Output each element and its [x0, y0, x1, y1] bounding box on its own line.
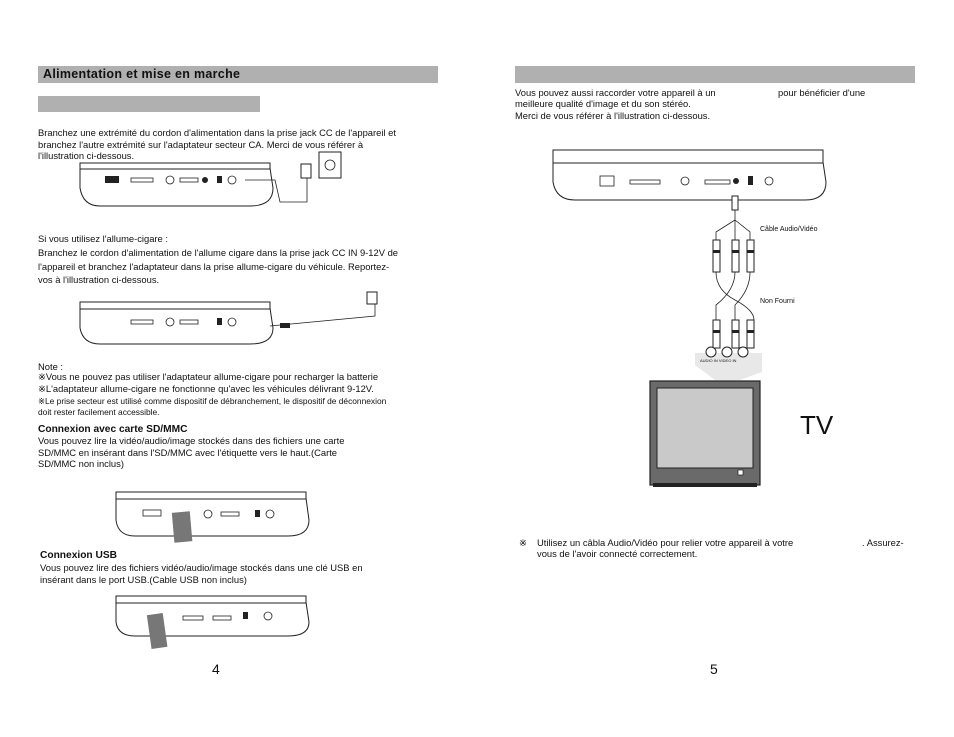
jack-labels: AUDIO IN VIDEO IN [700, 358, 737, 363]
note-3: ※Le prise secteur est utilisé comme disp… [38, 396, 387, 417]
usb-text: Vous pouvez lire des fichiers vidéo/audi… [40, 562, 363, 585]
note-title: Note : [38, 361, 64, 372]
note-2: ※L'adaptateur allume-cigare ne fonctionn… [38, 383, 374, 394]
footer-mark: ※ [519, 537, 527, 548]
device-car-lighter-illustration [79, 291, 378, 345]
section-title-bar-right [515, 66, 915, 83]
sd-title: Connexion avec carte SD/MMC [38, 424, 188, 435]
sd-text: Vous pouvez lire la vidéo/audio/image st… [38, 435, 345, 470]
footer-text-a: Utilisez un câbla Audio/Vidéo pour relie… [537, 537, 794, 548]
tv-intro-b: pour bénéficier d'une [778, 87, 866, 98]
section-title: Alimentation et mise en marche [43, 67, 241, 81]
tv-connection-diagram [552, 149, 827, 487]
car-adapter-title: Si vous utilisez l'allume-cigare : [38, 233, 168, 244]
page-number-left: 4 [212, 661, 220, 677]
section-title-bar: Alimentation et mise en marche [38, 66, 438, 83]
subsection-bar [38, 96, 260, 112]
cable-label: Câble Audio/Vidéo [760, 226, 818, 233]
usb-title: Connexion USB [40, 550, 117, 561]
page-number-right: 5 [710, 661, 718, 677]
device-ac-adapter-illustration [79, 151, 342, 207]
footer-text-b: . Assurez- [862, 537, 904, 548]
car-adapter-text: Branchez le cordon d'alimentation de l'a… [38, 247, 399, 285]
not-supplied-label: Non Fourni [760, 298, 795, 305]
note-1: ※Vous ne pouvez pas utiliser l'adaptateu… [38, 371, 379, 382]
tv-intro-rest: meilleure qualité d'image et du son stér… [515, 98, 711, 121]
device-usb-illustration [115, 595, 310, 649]
tv-intro-a: Vous pouvez aussi raccorder votre appare… [515, 87, 716, 98]
footer-text-rest: vous de l'avoir connecté correctement. [537, 548, 698, 559]
device-sd-card-illustration [115, 491, 310, 543]
power-intro-text: Branchez une extrémité du cordon d'alime… [38, 127, 396, 162]
tv-label: TV [800, 410, 834, 440]
